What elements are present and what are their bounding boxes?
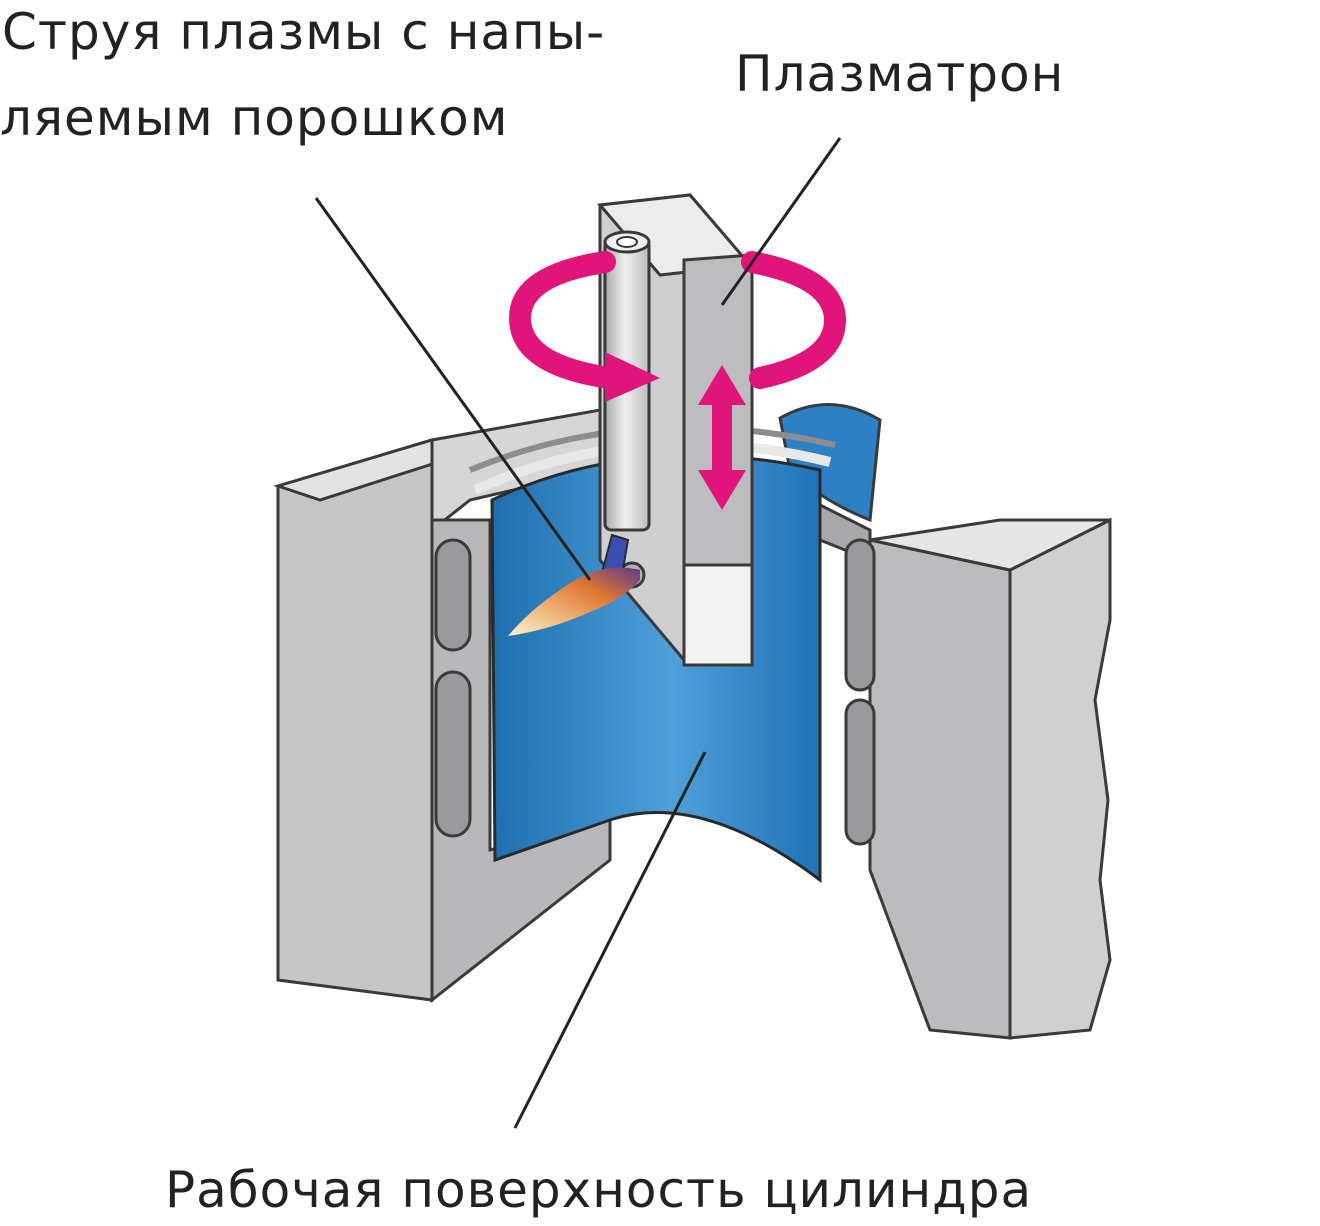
- plasmatron-torch: [597, 193, 754, 667]
- engine-block-right: [778, 403, 1112, 1040]
- rotation-arrow-icon: [508, 251, 847, 402]
- leader-line-plasma-jet: [314, 197, 592, 581]
- leader-line-plasmatron: [720, 137, 842, 306]
- label-cylinder-surface: Рабочая поверхность цилиндра: [165, 1161, 1033, 1219]
- vertical-double-arrow-icon: [698, 365, 746, 510]
- label-plasma-jet-line2: ляемым порошком: [0, 89, 509, 147]
- label-plasma-jet-line1: Струя плазмы с напы-: [2, 3, 606, 61]
- label-plasmatron: Плазматрон: [735, 45, 1065, 103]
- leader-line-cylinder-surface: [513, 751, 707, 1129]
- plasma-flame: [508, 567, 640, 636]
